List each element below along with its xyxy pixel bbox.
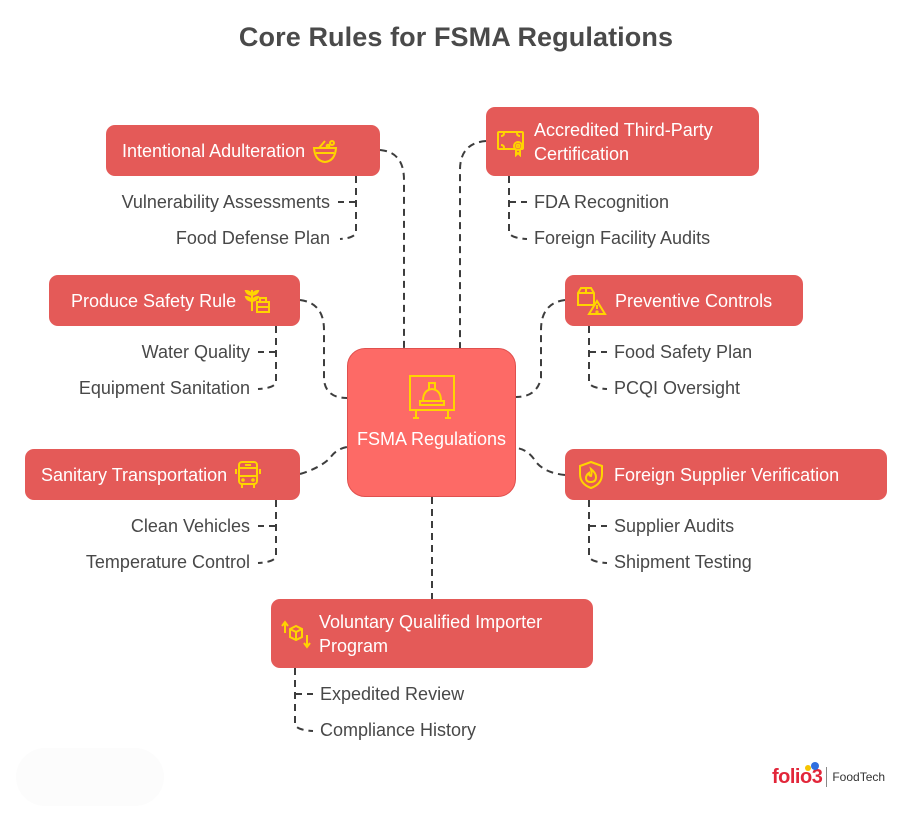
brand-logo: folio3 FoodTech <box>772 762 885 792</box>
faint-background-shape <box>16 748 164 806</box>
page-title: Core Rules for FSMA Regulations <box>238 22 674 52</box>
center-node-fsma-regulations[interactable]: FSMA Regulations <box>347 348 516 497</box>
brand-product: FoodTech <box>832 770 886 784</box>
node-label: Preventive Controls <box>615 290 773 311</box>
hardhat-sign-icon <box>408 374 456 425</box>
node-label: Sanitary Transportation <box>41 464 228 485</box>
leaf-item: Foreign Facility Audits <box>534 228 711 248</box>
brand-dot-yellow <box>805 765 811 771</box>
leaf-item: Supplier Audits <box>614 516 735 536</box>
node-label: Intentional Adulteration <box>122 140 306 161</box>
leaf-item: Food Defense Plan <box>175 228 330 248</box>
leaf-item: Shipment Testing <box>614 552 752 572</box>
center-label: FSMA Regulations <box>356 429 507 449</box>
box-warning-icon <box>575 285 607 317</box>
connector-preventive <box>515 299 566 398</box>
leaf-item: Temperature Control <box>85 552 250 572</box>
leaf-connector <box>339 176 357 240</box>
node-sanitary-transportation[interactable]: Sanitary Transportation <box>25 449 300 500</box>
leaf-item: FDA Recognition <box>534 192 670 212</box>
leaf-item: Equipment Sanitation <box>78 378 250 398</box>
node-label: Accredited Third-Party Certification <box>534 119 713 164</box>
bus-icon <box>235 460 262 490</box>
node-voluntary-qualified-importer-program[interactable]: Voluntary Qualified Importer Program <box>271 599 593 668</box>
node-label: Foreign Supplier Verification <box>614 464 840 485</box>
leaf-item: Expedited Review <box>320 684 465 704</box>
leaf-item: Food Safety Plan <box>614 342 753 362</box>
connector-accredited <box>459 140 487 348</box>
brand-separator <box>826 767 828 787</box>
node-label: Produce Safety Rule <box>71 290 237 311</box>
node-foreign-supplier-verification[interactable]: Foreign Supplier Verification <box>565 449 887 500</box>
box-arrows-icon <box>281 619 311 649</box>
certificate-icon <box>496 127 526 157</box>
leaf-connector <box>588 326 608 390</box>
leaf-item: Clean Vehicles <box>130 516 250 536</box>
leaf-item: Water Quality <box>141 342 250 362</box>
leaf-connector <box>257 500 277 564</box>
leaf-connector <box>588 500 608 564</box>
leaf-connector <box>294 668 314 732</box>
leaf-item: Vulnerability Assessments <box>121 192 330 212</box>
connector-foreign-supplier <box>515 447 566 476</box>
node-accredited-third-party-certification[interactable]: Accredited Third-Party Certification <box>486 107 759 176</box>
brand-name: folio3 <box>772 765 823 788</box>
leaf-connector <box>257 326 277 390</box>
leaf-item: PCQI Oversight <box>614 378 741 398</box>
connector-produce <box>299 299 348 399</box>
node-intentional-adulteration[interactable]: Intentional Adulteration <box>106 125 380 176</box>
connector-sanitary <box>299 446 348 475</box>
cauldron-icon <box>311 137 339 165</box>
leaf-item: Compliance History <box>320 720 477 740</box>
connector-intentional-adulteration <box>379 149 405 348</box>
shield-flame-icon <box>577 460 605 490</box>
brand-dot-blue <box>811 762 819 770</box>
wheat-crate-icon <box>242 287 272 315</box>
node-preventive-controls[interactable]: Preventive Controls <box>565 275 803 326</box>
node-label: Voluntary Qualified Importer Program <box>319 611 543 656</box>
leaf-connector <box>508 176 528 240</box>
node-produce-safety-rule[interactable]: Produce Safety Rule <box>49 275 300 326</box>
